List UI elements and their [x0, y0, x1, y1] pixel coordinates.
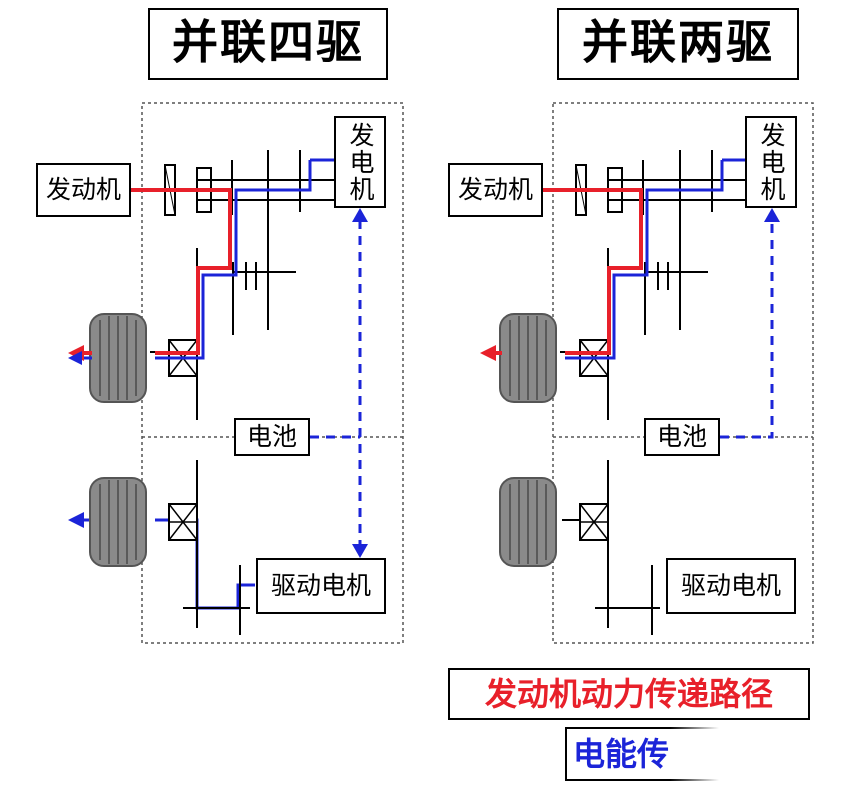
right-diagram: [480, 102, 814, 644]
left-battery-label: 电池: [234, 418, 310, 456]
title-parallel-2wd: 并联两驱: [557, 8, 799, 80]
right-drive-motor-label: 驱动电机: [666, 558, 796, 614]
right-engine-label: 发动机: [448, 163, 543, 217]
left-engine-label: 发动机: [36, 163, 131, 217]
title-parallel-4wd: 并联四驱: [148, 8, 388, 80]
left-diagram: [68, 102, 404, 644]
legend-engine-path: 发动机动力传递路径: [448, 668, 810, 720]
left-drive-motor-label: 驱动电机: [256, 558, 386, 614]
right-battery-label: 电池: [644, 418, 720, 456]
legend-fade-overlay: [670, 725, 740, 783]
left-generator-label: 发电机: [334, 116, 386, 208]
right-generator-label: 发电机: [745, 116, 797, 208]
